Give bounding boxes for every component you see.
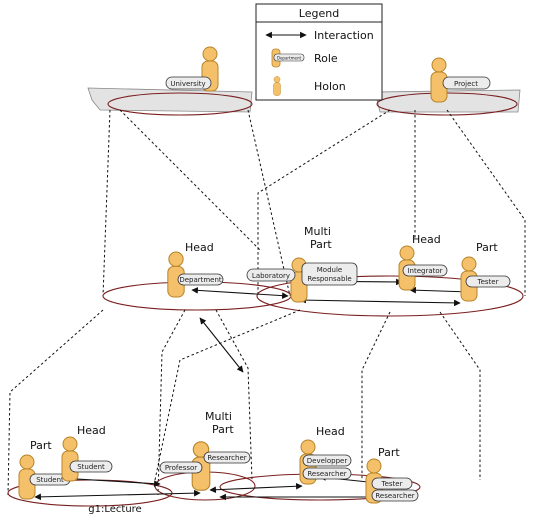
module-responsable-role <box>301 262 358 286</box>
middle-multipart-label-2: Part <box>310 238 332 251</box>
middle-ring-left <box>102 281 292 311</box>
middle-head-integrator: Head Integrator <box>398 233 448 291</box>
project-holon: Project <box>430 57 491 103</box>
middle-head2-label: Head <box>412 233 441 246</box>
developper-role-label: Developper <box>307 457 348 465</box>
developper-role <box>302 454 352 467</box>
module-role-label-1: Module <box>317 266 342 274</box>
legend: Legend Interaction Department Role Holon <box>255 3 383 101</box>
containment-lines-top <box>102 109 526 297</box>
project-plane <box>374 89 521 116</box>
researcher-role <box>203 451 251 464</box>
legend-interaction-label: Interaction <box>314 29 374 42</box>
middle-tester-role <box>465 275 511 288</box>
university-holon: University <box>165 46 219 92</box>
student-role-b <box>69 460 113 473</box>
middle-multipart: Multi Part Laboratory Module Responsable <box>246 225 358 303</box>
university-role-label: University <box>170 80 205 88</box>
middle-part-label: Part <box>476 241 498 254</box>
professor-role-label: Professor <box>165 464 197 472</box>
bottom-multipart-label-1: Multi <box>205 410 232 423</box>
legend-holon-label: Holon <box>314 80 346 93</box>
researcher2-role <box>302 467 352 480</box>
middle-head-department: Head Department <box>167 241 224 298</box>
project-role-label: Project <box>454 80 478 88</box>
researcher2-role-label: Researcher <box>307 470 346 478</box>
project-role <box>442 76 491 90</box>
bottom-part1-label: Part <box>30 439 52 452</box>
bottom-tester-role <box>371 477 413 490</box>
legend-role-sample: Department <box>277 56 302 61</box>
bottom-head-student: Head Student <box>61 424 113 482</box>
middle-head1-label: Head <box>185 241 214 254</box>
legend-role-label: Role <box>314 52 338 65</box>
legend-title: Legend <box>299 7 339 20</box>
holon-icon <box>273 76 281 96</box>
integrator-role <box>402 264 448 277</box>
student-role-b-label: Student <box>77 463 105 471</box>
bottom-head2-label: Head <box>316 425 345 438</box>
professor-role <box>159 461 203 474</box>
department-role-label: Department <box>179 276 222 284</box>
bottom-head1-label: Head <box>77 424 106 437</box>
laboratory-role-label: Laboratory <box>252 272 290 280</box>
bottom-head-developper: Head Developper Researcher <box>299 425 352 485</box>
bottom-tester-role-label: Tester <box>381 480 403 488</box>
middle-interactions <box>191 277 471 373</box>
middle-part-tester: Part Tester <box>460 241 511 302</box>
bottom-multipart: Multi Part Professor Researcher <box>159 410 251 492</box>
laboratory-role <box>246 268 296 282</box>
group-label: g1:Lecture <box>88 504 141 515</box>
researcher3-role <box>371 489 419 502</box>
module-role-label-2: Responsable <box>307 275 351 283</box>
bottom-multipart-label-2: Part <box>212 423 234 436</box>
department-role <box>177 273 224 286</box>
student-role-a-label: Student <box>36 476 64 484</box>
bottom-part-tester: Part Tester Researcher <box>365 446 419 504</box>
researcher3-role-label: Researcher <box>375 492 414 500</box>
university-plane <box>87 87 253 116</box>
integrator-role-label: Integrator <box>407 267 442 275</box>
university-role <box>165 76 212 90</box>
middle-multipart-label-1: Multi <box>304 225 331 238</box>
bottom-part2-label: Part <box>378 446 400 459</box>
role-icon: Department <box>271 48 305 68</box>
middle-tester-role-label: Tester <box>477 278 499 286</box>
researcher-role-label: Researcher <box>207 454 246 462</box>
